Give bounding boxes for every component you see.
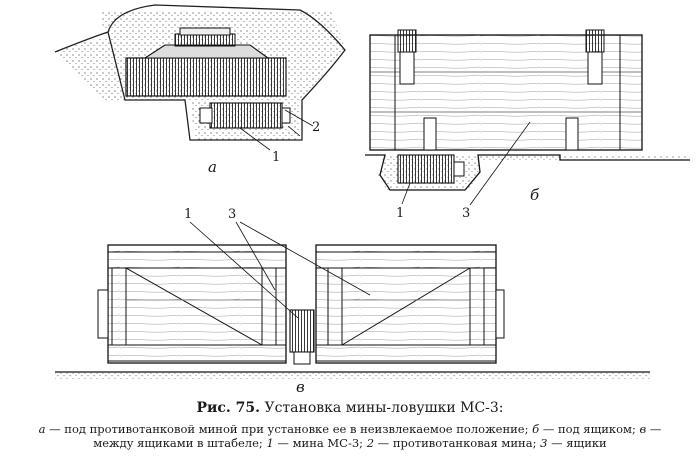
a-at-mine-top bbox=[143, 44, 270, 59]
caption-key: 1 bbox=[266, 436, 274, 450]
figure-illustration: 1 2 а 1 3 б bbox=[54, 4, 690, 396]
caption-key: б bbox=[532, 422, 540, 436]
c-label-1: 1 bbox=[184, 207, 192, 222]
b-label-3: 3 bbox=[462, 206, 470, 221]
caption-text: — между ящиками в штабеле; bbox=[93, 422, 662, 450]
caption-text: — под ящиком; bbox=[539, 422, 640, 436]
caption-figure-title: Установка мины-ловушки МС-3: bbox=[264, 400, 504, 416]
caption-key: 3 bbox=[540, 436, 548, 450]
caption-key: 2 bbox=[366, 436, 375, 450]
caption-text: — мина МС-3; bbox=[273, 436, 367, 450]
c-box-left bbox=[107, 244, 287, 364]
a-label-2: 2 bbox=[312, 120, 320, 135]
caption-body: а — под противотанковой миной при устано… bbox=[28, 422, 672, 450]
c-label-letter: в bbox=[296, 378, 305, 396]
caption-text: — ящики bbox=[547, 436, 607, 450]
caption-key: в bbox=[639, 422, 647, 436]
c-label-3: 3 bbox=[228, 207, 236, 222]
figure-c: 1 3 в bbox=[55, 207, 650, 396]
caption-figure-number: Рис. 75. bbox=[196, 400, 261, 416]
figure-caption: Рис. 75. Установка мины-ловушки МС-3: а … bbox=[0, 398, 700, 450]
b-ms3-mine bbox=[397, 154, 455, 184]
a-pit-outline bbox=[54, 4, 346, 141]
c-ms3-mine bbox=[289, 309, 315, 353]
caption-title: Рис. 75. Установка мины-ловушки МС-3: bbox=[0, 400, 700, 416]
a-at-mine bbox=[125, 57, 287, 97]
a-label-letter: а bbox=[208, 158, 217, 176]
c-box-right bbox=[315, 244, 497, 364]
b-label-1: 1 bbox=[396, 206, 404, 221]
caption-key: а bbox=[38, 422, 46, 436]
figure-b: 1 3 б bbox=[365, 29, 690, 221]
figure-a: 1 2 а bbox=[54, 4, 346, 176]
caption-text: — противотанковая мина; bbox=[374, 436, 541, 450]
a-ms3-mine bbox=[209, 102, 283, 129]
a-label-1: 1 bbox=[272, 150, 280, 165]
b-label-letter: б bbox=[530, 186, 540, 204]
caption-text: — под противотанковой миной при установк… bbox=[45, 422, 533, 436]
